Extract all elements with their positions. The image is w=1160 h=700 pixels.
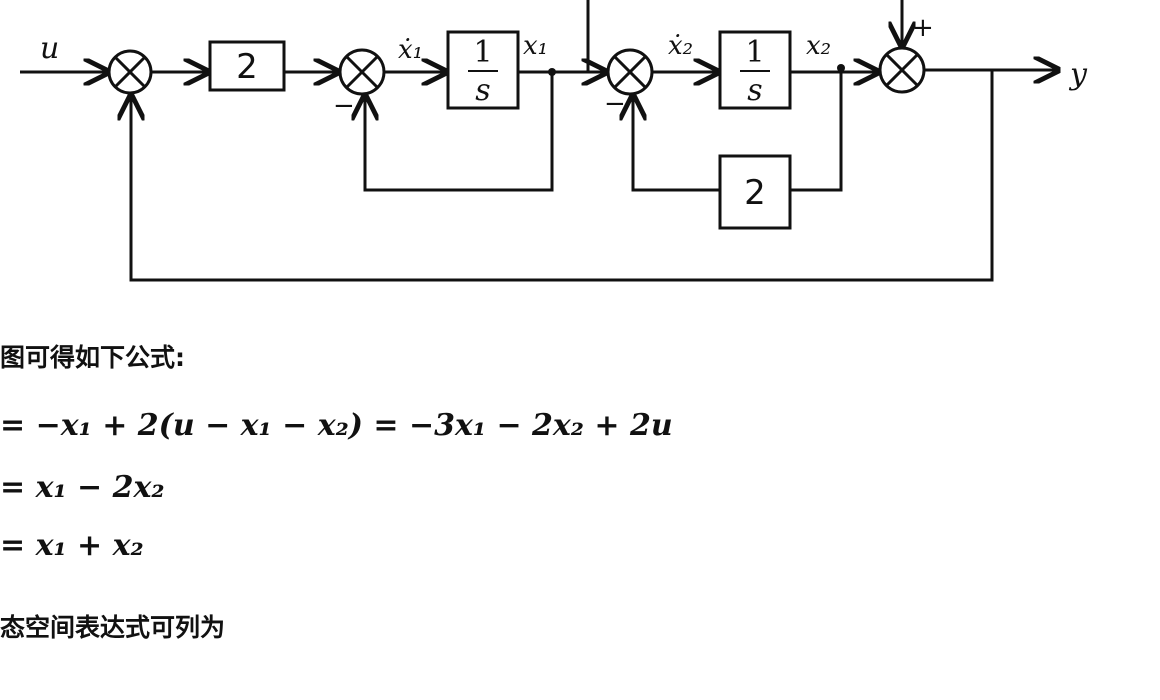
signal-label-x2dot: ẋ₂: [668, 31, 693, 61]
feedback-line-1: [365, 72, 554, 192]
summing-junction-3: [606, 48, 654, 96]
intro-text: 图可得如下公式:: [0, 343, 185, 372]
outro-text: 态空间表达式可列为: [0, 613, 226, 642]
equation-2: = x₁ − 2x₂: [0, 470, 165, 505]
summing-junction-output: [878, 46, 926, 94]
summing-junction-1: [107, 49, 153, 95]
svg-text:1: 1: [745, 35, 764, 70]
output-label: y: [1068, 57, 1088, 92]
forward-gain-block: 2: [208, 40, 286, 92]
feedback-gain-block: 2: [718, 154, 792, 230]
sign-minus-1: −: [333, 91, 355, 121]
equation-1: = −x₁ + 2(u − x₁ − x₂) = −3x₁ − 2x₂ + 2u: [0, 408, 673, 443]
svg-text:s: s: [747, 73, 762, 108]
svg-text:2: 2: [236, 47, 258, 87]
signal-label-x1dot: ẋ₁: [398, 35, 423, 65]
signal-label-x1: x₁: [523, 31, 548, 61]
block-diagram: u 2 − ẋ₁ 1 s x₁ −: [20, 0, 1088, 282]
svg-text:s: s: [475, 73, 490, 108]
summing-junction-2: [338, 48, 386, 96]
integrator-block-1: 1 s: [446, 30, 520, 110]
signal-label-x2: x₂: [806, 31, 831, 61]
outer-feedback-line: [131, 70, 994, 282]
sign-minus-2: −: [604, 89, 626, 119]
svg-text:2: 2: [744, 173, 766, 213]
input-label: u: [40, 31, 59, 66]
integrator-block-2: 1 s: [718, 30, 792, 110]
svg-text:1: 1: [473, 35, 492, 70]
equation-3: = x₁ + x₂: [0, 528, 144, 563]
feedback-line-2-return: [633, 96, 720, 192]
sign-plus: +: [912, 13, 934, 43]
feedback-line-2: [790, 68, 843, 192]
